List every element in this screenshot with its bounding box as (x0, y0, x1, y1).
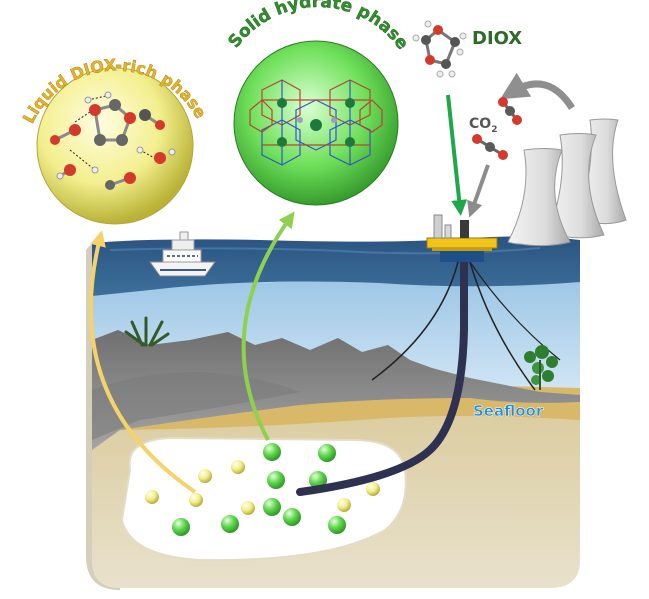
emission-arrow (500, 72, 575, 110)
hydrate-reservoir (120, 436, 407, 562)
rock-ridge (92, 330, 580, 450)
liquid-droplet (366, 482, 380, 496)
cooling-towers-icon (507, 118, 627, 247)
hydrate-particle (267, 471, 285, 489)
mooring-line-far (469, 261, 561, 361)
mooring-line-left (371, 261, 459, 381)
ship-icon (149, 231, 216, 277)
hydrate-particle (263, 498, 281, 516)
diox-injection-arrow (446, 94, 468, 216)
seafloor-label: Seafloor (473, 402, 544, 420)
hydrate-particle (172, 518, 190, 536)
solid-phase-sphere (233, 40, 399, 206)
co2-label: CO2 (469, 116, 497, 135)
co2-molecule-icon (472, 134, 508, 160)
liquid-droplet (231, 460, 245, 474)
well-pipe (296, 254, 468, 496)
solid-phase-arrow (241, 211, 295, 441)
liquid-droplet (189, 493, 203, 507)
co2-injection-arrow (467, 164, 490, 218)
co2-molecule-icon (498, 97, 522, 125)
hydrate-particle (263, 443, 281, 461)
seaweed-right (524, 345, 558, 390)
block-side (86, 243, 120, 590)
liquid-droplet (241, 501, 255, 515)
hydrate-particle (328, 516, 346, 534)
liquid-droplet (337, 498, 351, 512)
hydrate-particle (283, 508, 301, 526)
hydrate-particle (318, 444, 336, 462)
liquid-phase-sphere (36, 67, 194, 225)
liquid-droplet (145, 490, 159, 504)
drilling-platform-icon (426, 214, 498, 262)
seaweed-left (124, 316, 170, 347)
injection-well (296, 254, 561, 496)
hydrate-particle (221, 515, 239, 533)
diox-molecule-icon (412, 20, 467, 78)
diox-label: DIOX (472, 28, 522, 49)
mooring-line-right (469, 261, 536, 391)
liquid-droplet (198, 469, 212, 483)
liquid-phase-arrow (88, 230, 197, 494)
